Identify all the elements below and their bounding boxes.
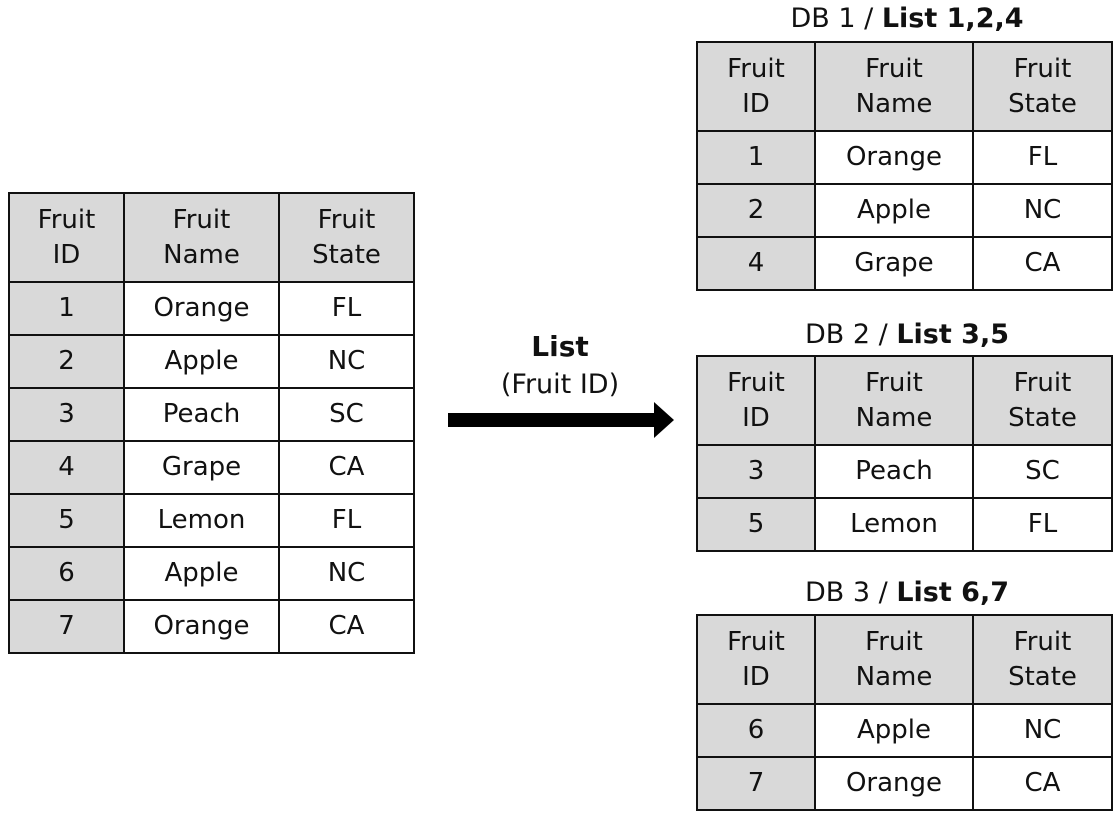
cell-fruit-id: 7 bbox=[696, 756, 816, 811]
cell-fruit-state: NC bbox=[972, 183, 1113, 238]
cell-fruit-name: Orange bbox=[814, 756, 974, 811]
cell-fruit-state: FL bbox=[278, 493, 415, 548]
cell-fruit-id: 1 bbox=[696, 130, 816, 185]
cell-fruit-name: Lemon bbox=[814, 497, 974, 552]
cell-fruit-name: Orange bbox=[123, 281, 280, 336]
cell-fruit-id: 2 bbox=[8, 334, 125, 389]
cell-fruit-state: SC bbox=[278, 387, 415, 442]
cell-fruit-name: Apple bbox=[123, 334, 280, 389]
cell-fruit-id: 5 bbox=[8, 493, 125, 548]
cell-fruit-name: Peach bbox=[814, 444, 974, 499]
cell-fruit-id: 3 bbox=[696, 444, 816, 499]
cell-fruit-state: NC bbox=[278, 546, 415, 601]
cell-fruit-state: FL bbox=[972, 497, 1113, 552]
cell-fruit-id: 5 bbox=[696, 497, 816, 552]
right-arrow-icon bbox=[448, 402, 674, 438]
cell-fruit-state: FL bbox=[278, 281, 415, 336]
cell-fruit-id: 3 bbox=[8, 387, 125, 442]
cell-fruit-id: 7 bbox=[8, 599, 125, 654]
cell-fruit-name: Grape bbox=[123, 440, 280, 495]
cell-fruit-name: Lemon bbox=[123, 493, 280, 548]
cell-fruit-name: Orange bbox=[123, 599, 280, 654]
cell-fruit-state: SC bbox=[972, 444, 1113, 499]
cell-fruit-id: 4 bbox=[696, 236, 816, 291]
cell-fruit-state: NC bbox=[278, 334, 415, 389]
cell-fruit-id: 4 bbox=[8, 440, 125, 495]
cell-fruit-name: Peach bbox=[123, 387, 280, 442]
cell-fruit-name: Apple bbox=[123, 546, 280, 601]
cell-fruit-id: 2 bbox=[696, 183, 816, 238]
partition-title-db1: DB 1 / List 1,2,4 bbox=[790, 3, 1024, 34]
partition-title-db3: DB 3 / List 6,7 bbox=[804, 577, 1009, 608]
cell-fruit-state: NC bbox=[972, 703, 1113, 758]
cell-fruit-name: Grape bbox=[814, 236, 974, 291]
cell-fruit-id: 1 bbox=[8, 281, 125, 336]
cell-fruit-name: Apple bbox=[814, 703, 974, 758]
cell-fruit-id: 6 bbox=[8, 546, 125, 601]
cell-fruit-id: 6 bbox=[696, 703, 816, 758]
cell-fruit-state: CA bbox=[972, 756, 1113, 811]
cell-fruit-name: Apple bbox=[814, 183, 974, 238]
arrow-label-list: List bbox=[531, 330, 589, 363]
partition-title-db2: DB 2 / List 3,5 bbox=[804, 319, 1009, 350]
cell-fruit-name: Orange bbox=[814, 130, 974, 185]
cell-fruit-state: CA bbox=[972, 236, 1113, 291]
cell-fruit-state: CA bbox=[278, 440, 415, 495]
cell-fruit-state: CA bbox=[278, 599, 415, 654]
arrow-label-fruit-id: (Fruit ID) bbox=[500, 369, 620, 400]
cell-fruit-state: FL bbox=[972, 130, 1113, 185]
